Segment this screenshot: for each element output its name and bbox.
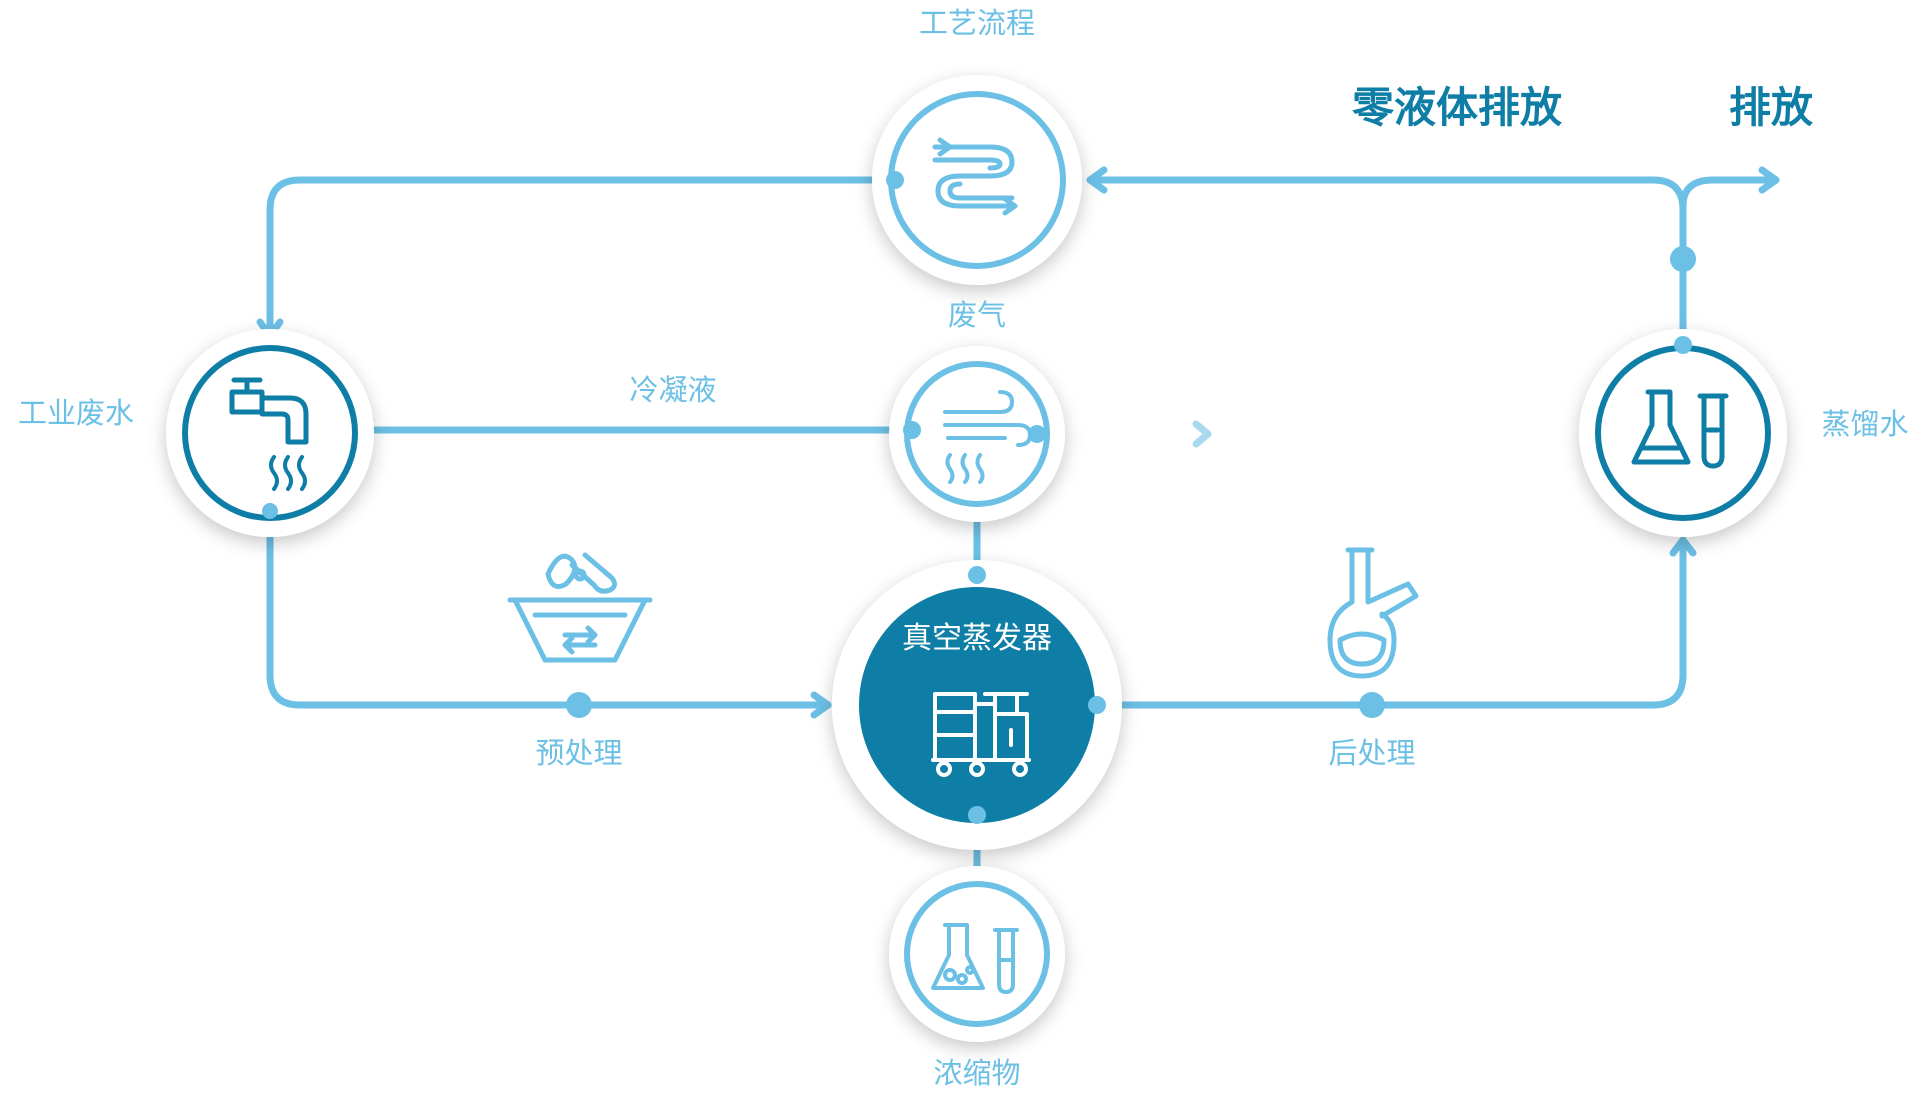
connectors bbox=[256, 166, 1780, 888]
node-vacuum-evaporator[interactable] bbox=[832, 560, 1122, 850]
node-distilled-water[interactable] bbox=[1579, 329, 1787, 537]
label-concentrate: 浓缩物 bbox=[933, 1056, 1020, 1090]
round-flask-icon bbox=[1327, 547, 1419, 679]
labels: 工艺流程 废气 零液体排放 排放 工业废水 冷凝液 蒸馏水 真空蒸发器 预处理 … bbox=[18, 6, 1909, 1090]
node-process-flow[interactable] bbox=[872, 75, 1082, 285]
arrow-into-processflow bbox=[1086, 166, 1108, 194]
arrow-discharge bbox=[1758, 166, 1780, 194]
label-distilled-water: 蒸馏水 bbox=[1821, 407, 1908, 441]
arrow-into-evaporator bbox=[810, 691, 832, 719]
label-discharge: 排放 bbox=[1729, 83, 1813, 132]
pipe-coil-icon bbox=[932, 137, 1018, 216]
dot-pretreatment bbox=[566, 692, 592, 718]
wind-steam-icon bbox=[943, 390, 1033, 484]
label-industrial-wastewater: 工业废水 bbox=[18, 396, 134, 430]
label-zero-liquid-discharge: 零液体排放 bbox=[1352, 83, 1562, 132]
label-post-treatment: 后处理 bbox=[1328, 736, 1415, 770]
steam-icon bbox=[269, 455, 307, 491]
line-distilled-to-processflow bbox=[1086, 176, 1687, 349]
evaporator-machine-icon bbox=[931, 692, 1031, 777]
flask-precipitate-icon bbox=[931, 923, 1019, 994]
label-process-flow: 工艺流程 bbox=[919, 6, 1035, 40]
basin-recycle-icon bbox=[507, 552, 653, 663]
line-processflow-to-wastewater bbox=[266, 176, 899, 337]
faucet-steam-icon bbox=[229, 377, 309, 445]
node-concentrate[interactable] bbox=[889, 866, 1065, 1042]
line-to-discharge bbox=[1679, 176, 1776, 224]
junction-dots bbox=[566, 246, 1696, 718]
flask-testtube-icon bbox=[1631, 389, 1729, 469]
dot-post-treatment bbox=[1359, 692, 1385, 718]
arrow-exhaust-fade bbox=[1192, 420, 1212, 448]
node-industrial-wastewater[interactable] bbox=[166, 329, 374, 537]
arrow-into-distilled bbox=[1669, 536, 1697, 557]
label-vacuum-evaporator: 真空蒸发器 bbox=[902, 621, 1052, 656]
node-exhaust-gas[interactable] bbox=[889, 346, 1065, 522]
label-exhaust-gas: 废气 bbox=[948, 298, 1006, 332]
label-condensate: 冷凝液 bbox=[629, 373, 716, 407]
dot-distilled-branch bbox=[1670, 246, 1696, 272]
line-evaporator-to-distilled bbox=[1093, 536, 1687, 709]
line-wastewater-to-evaporator bbox=[266, 507, 832, 709]
label-pretreatment: 预处理 bbox=[535, 736, 622, 770]
